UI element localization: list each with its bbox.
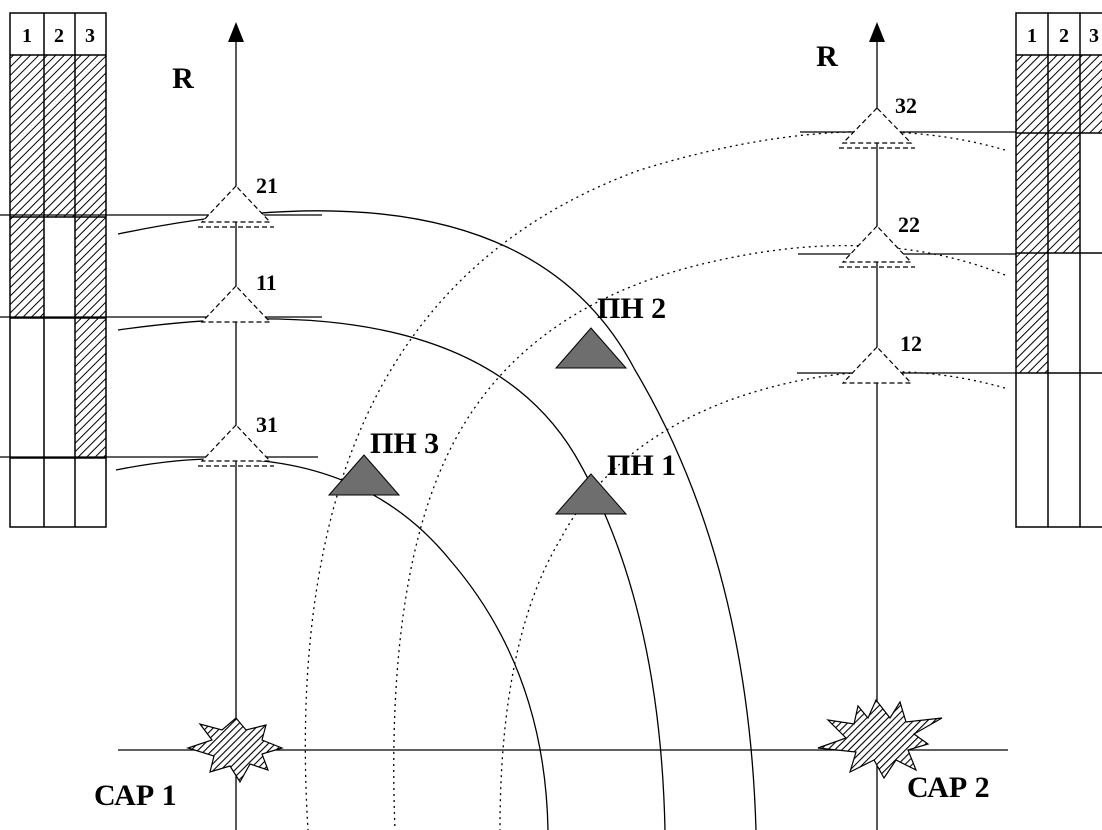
- marker-21-icon: [200, 185, 272, 223]
- point-2-icon: [554, 327, 628, 369]
- marker-label-31: 31: [256, 412, 278, 437]
- marker-label-22: 22: [898, 212, 920, 237]
- right-axis-label: R: [816, 40, 838, 73]
- station-2-icon: [817, 698, 943, 780]
- marker-12-icon: [841, 346, 913, 384]
- right-axis-arrow-icon: [869, 22, 885, 42]
- station-1-label: САР 1: [94, 779, 177, 812]
- left-markers: [198, 185, 274, 467]
- point-1-icon: [554, 473, 628, 515]
- point-1-label: ПН 1: [607, 449, 676, 482]
- dotted-arcs: [304, 130, 1006, 830]
- station-2-burst: [817, 698, 943, 780]
- marker-label-11: 11: [256, 270, 277, 295]
- marker-label-21: 21: [256, 173, 278, 198]
- marker-22-icon: [841, 225, 913, 263]
- marker-label-12: 12: [900, 331, 922, 356]
- marker-32-icon: [841, 107, 913, 144]
- left-table-header-1: 1: [22, 25, 32, 47]
- marker-31-icon: [200, 424, 272, 462]
- station-1-burst: [186, 717, 284, 784]
- right-table-header-2: 2: [1059, 25, 1069, 47]
- point-3-label: ПН 3: [370, 427, 439, 460]
- left-table: 1 2 3: [9, 12, 107, 528]
- right-markers: [839, 107, 915, 384]
- left-table-header-3: 3: [85, 25, 95, 47]
- axes: R R: [118, 22, 1008, 830]
- left-table-header-2: 2: [54, 25, 64, 47]
- marker-label-32: 32: [895, 93, 917, 118]
- left-axis-arrow-icon: [228, 22, 244, 42]
- station-1-icon: [186, 717, 284, 784]
- point-3-icon: [327, 454, 401, 496]
- points: [327, 327, 628, 515]
- left-axis-label: R: [172, 62, 194, 95]
- marker-11-icon: [200, 285, 272, 323]
- point-2-label: ПН 2: [597, 292, 666, 325]
- right-table-header-1: 1: [1027, 25, 1037, 47]
- right-table: 1 2 3: [1015, 12, 1102, 528]
- right-table-header-3: 3: [1089, 25, 1099, 47]
- level-lines: [0, 131, 1016, 458]
- station-2-label: САР 2: [907, 771, 990, 804]
